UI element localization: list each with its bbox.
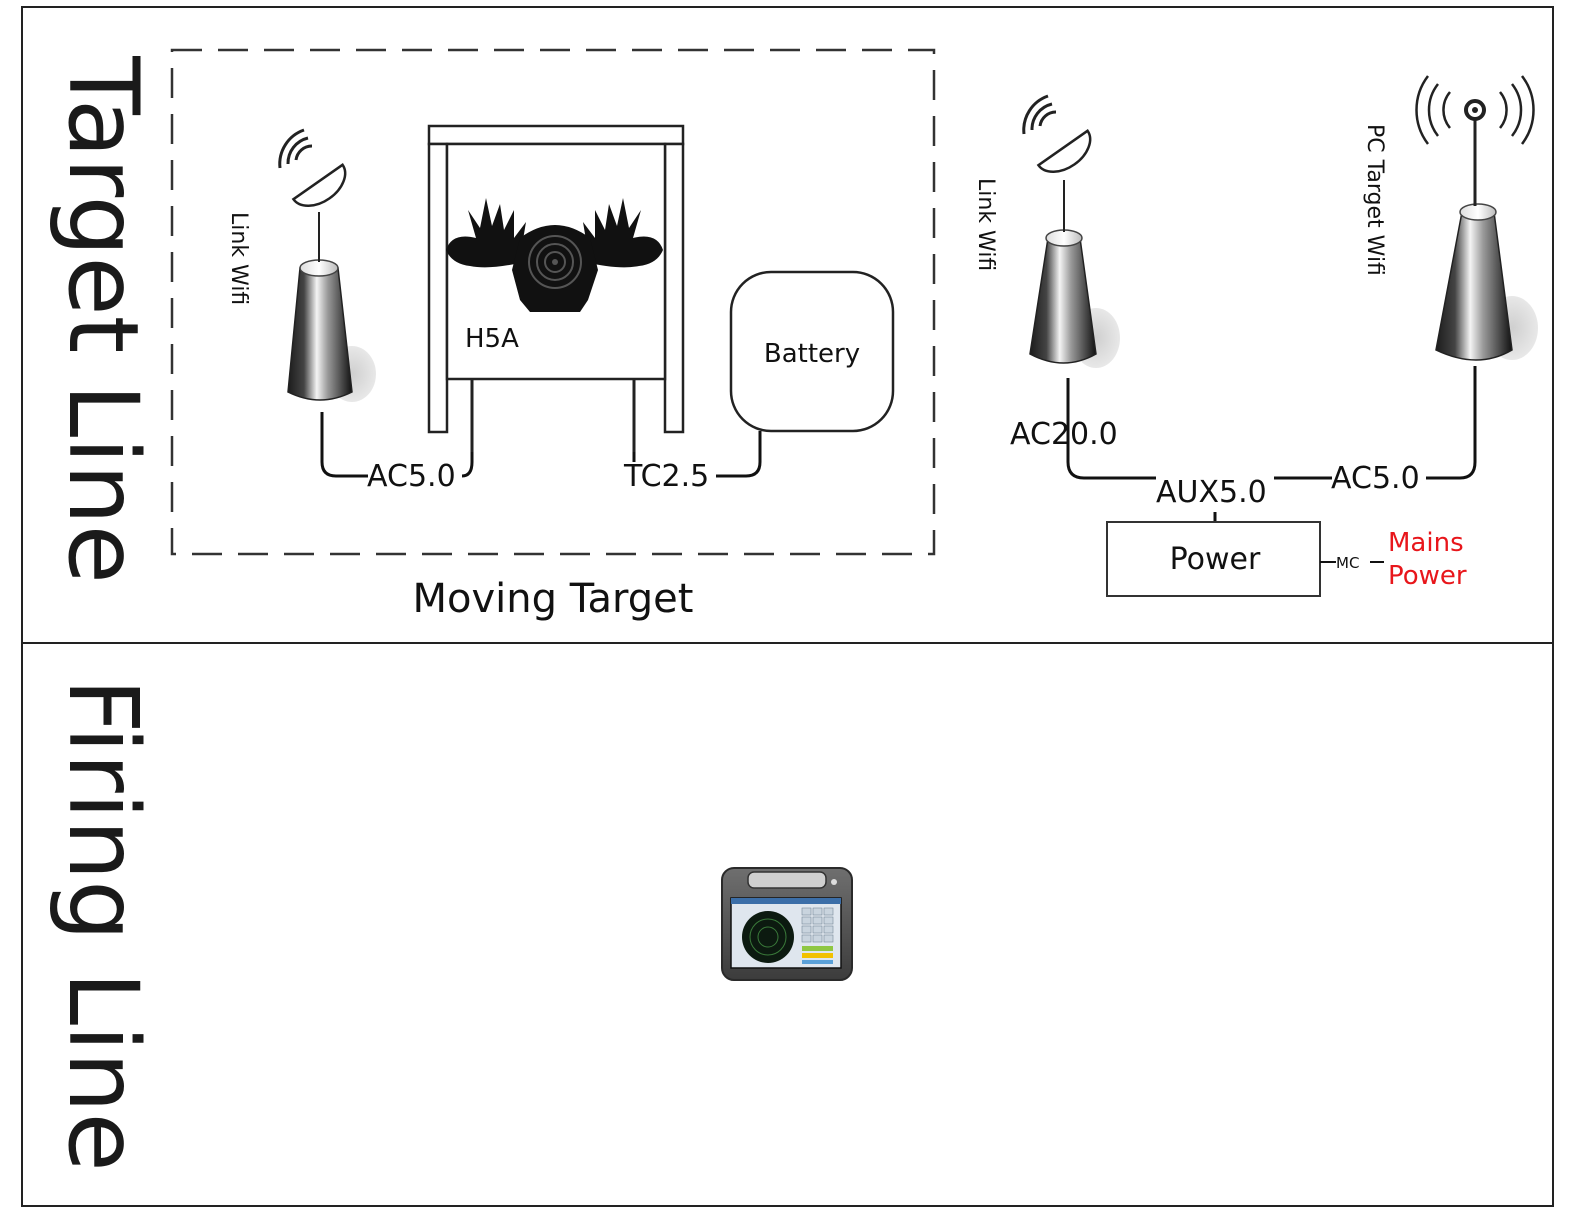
target-line-title: Target Line — [47, 55, 159, 584]
firing-line-zone — [21, 642, 1554, 1207]
link-wifi-label-right: Link Wifi — [973, 178, 998, 271]
pc-target-wifi-label: PC Target Wifi — [1362, 124, 1387, 276]
cable-label-tc25: TC2.5 — [623, 459, 709, 494]
cable-link-to-target — [320, 412, 474, 478]
target-frame — [427, 124, 685, 452]
cable-target-to-battery — [632, 431, 762, 478]
mains-power-label-line2: Power — [1388, 561, 1467, 591]
cable-label-ac20: AC20.0 — [1010, 417, 1118, 452]
power-label: Power — [1170, 542, 1261, 577]
rugged-tablet-icon — [721, 867, 853, 981]
target-model-label: H5A — [465, 324, 519, 354]
battery-label: Battery — [764, 339, 860, 369]
cable-label-ac5-left: AC5.0 — [367, 459, 456, 494]
moving-target-group — [170, 48, 936, 556]
link-wifi-label-left: Link Wifi — [226, 212, 251, 305]
cable-link-to-power — [1066, 378, 1156, 480]
cable-power-to-pc — [1274, 366, 1477, 480]
power-box — [1106, 521, 1321, 597]
mc-connector-label: MC — [1336, 554, 1359, 572]
moose-target-icon — [446, 198, 663, 312]
battery-box — [729, 270, 895, 433]
cable-label-ac5-right: AC5.0 — [1331, 461, 1420, 496]
cable-label-aux5: AUX5.0 — [1156, 475, 1267, 510]
mains-power-label-line1: Mains — [1388, 528, 1464, 558]
firing-line-title: Firing Line — [47, 678, 159, 1171]
moving-target-title: Moving Target — [413, 576, 694, 622]
satellite-dish-icon — [278, 128, 376, 402]
radio-antenna-icon — [1415, 75, 1538, 361]
satellite-dish-icon — [1022, 94, 1120, 368]
